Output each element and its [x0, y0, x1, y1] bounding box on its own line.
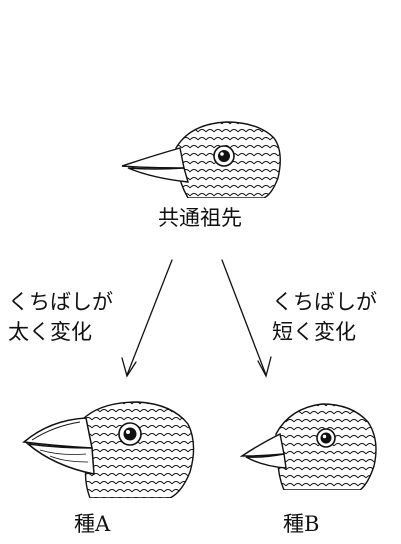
left-note: くちばしが 太く変化: [8, 287, 113, 347]
right-note-line-2: 短く変化: [272, 320, 356, 344]
arrow-to-species-b: [221, 259, 267, 376]
species-b-label: 種B: [283, 512, 320, 536]
arrowhead-b: [257, 356, 272, 378]
arrowhead-a: [121, 357, 137, 378]
species-a-label: 種A: [74, 512, 111, 536]
ancestor-label: 共通祖先: [158, 206, 242, 230]
ancestor-finch-head-icon: [121, 121, 281, 198]
right-note-line-1: くちばしが: [272, 290, 377, 314]
species-b-short-beak-finch-icon: [239, 403, 377, 490]
right-note: くちばしが 短く変化: [272, 287, 377, 347]
arrow-to-species-a: [126, 259, 173, 376]
left-note-line-1: くちばしが: [8, 290, 113, 314]
left-note-line-2: 太く変化: [8, 320, 92, 344]
species-a-thick-beak-finch-icon: [22, 401, 195, 498]
